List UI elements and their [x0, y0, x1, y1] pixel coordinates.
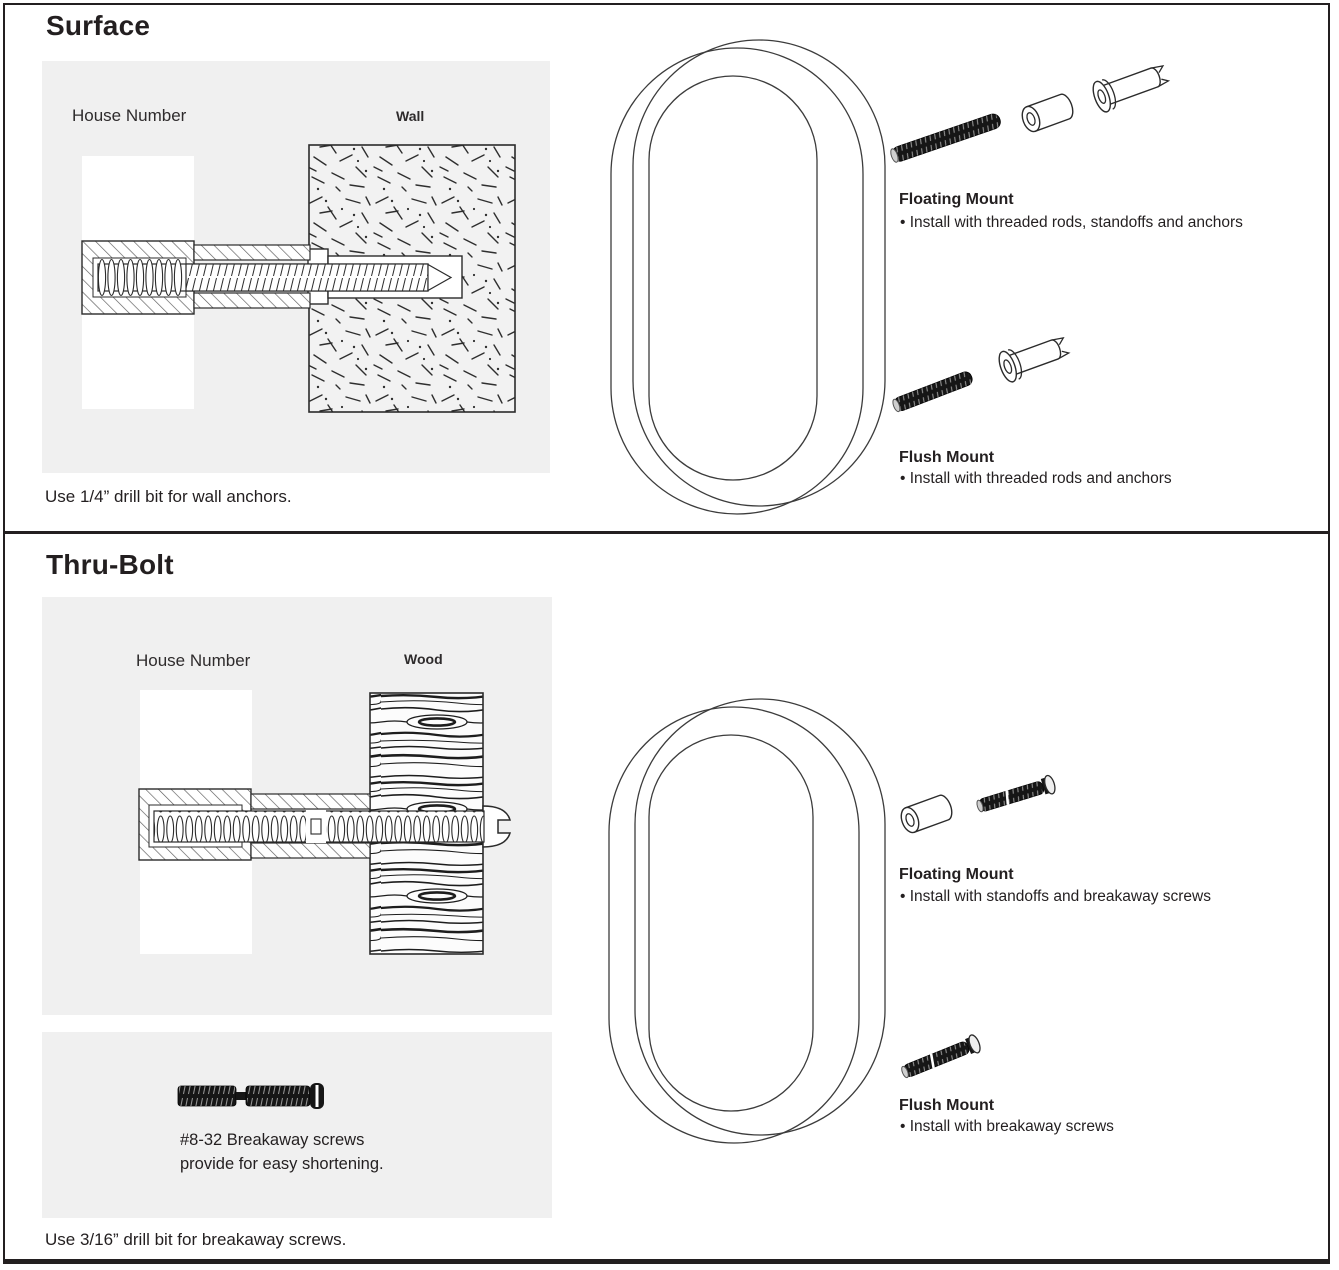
standoff-icon	[1021, 93, 1074, 133]
breakaway-description-line1: #8-32 Breakaway screws	[180, 1131, 365, 1149]
thru-bolt-floating-mount-title: Floating Mount	[899, 866, 1014, 883]
thru-bolt-flush-hardware	[901, 1034, 981, 1079]
thru-bolt-floating-mount-bullet: • Install with standoffs and breakaway s…	[900, 888, 1211, 905]
thru-bolt-flush-mount-title: Flush Mount	[899, 1097, 995, 1114]
house-number-zero-illustration	[610, 39, 886, 515]
thru-bolt-diagram-panel: House Number Wood	[42, 597, 552, 1015]
wall-anchor-icon	[1092, 64, 1171, 113]
section-divider	[3, 531, 1330, 534]
thru-bolt-section-title: Thru-Bolt	[46, 549, 174, 580]
page-border	[3, 3, 1330, 1264]
standoff-wall-top	[193, 244, 311, 261]
thru-bolt-floating-hardware	[900, 774, 1056, 834]
surface-floating-hardware	[890, 64, 1171, 163]
breakaway-description: #8-32 Breakaway screws provide for easy …	[180, 1128, 384, 1176]
wood-label: Wood	[404, 651, 443, 667]
screw-head	[482, 805, 511, 848]
wall-anchor-icon	[998, 337, 1071, 383]
breakaway-screw-icon	[177, 1083, 324, 1109]
wall-label: Wall	[396, 108, 425, 124]
thread-coils	[97, 258, 183, 297]
thru-bolt-note: Use 3/16” drill bit for breakaway screws…	[45, 1230, 347, 1249]
surface-note: Use 1/4” drill bit for wall anchors.	[45, 487, 292, 506]
standoff-icon	[900, 794, 953, 834]
standoff-wall-bottom	[250, 842, 371, 859]
house-number-label: House Number	[72, 106, 187, 125]
rod-tip	[427, 263, 453, 292]
breakaway-info-panel: #8-32 Breakaway screws provide for easy …	[42, 1032, 552, 1218]
breakaway-screw-icon	[976, 774, 1056, 813]
thru-bolt-flush-mount-bullet: • Install with breakaway screws	[900, 1118, 1114, 1135]
threaded-rod-icon	[892, 370, 973, 413]
breakaway-screw-icon	[901, 1034, 981, 1079]
surface-floating-mount-bullet: • Install with threaded rods, standoffs …	[900, 214, 1243, 231]
standoff-wall-top	[250, 793, 371, 810]
breakaway-description-line2: provide for easy shortening.	[180, 1155, 384, 1173]
thru-bolt-cross-section-diagram	[138, 690, 511, 955]
surface-diagram-panel: House Number Wall	[42, 61, 550, 473]
surface-flush-hardware	[892, 337, 1071, 413]
surface-flush-mount-title: Flush Mount	[899, 449, 995, 466]
threaded-rod-icon	[890, 112, 1001, 163]
surface-flush-mount-bullet: • Install with threaded rods and anchors	[900, 470, 1172, 487]
surface-floating-mount-title: Floating Mount	[899, 191, 1014, 208]
house-number-label: House Number	[136, 651, 251, 670]
surface-section-title: Surface	[46, 10, 151, 41]
surface-cross-section-diagram	[81, 144, 516, 413]
breakaway-neck	[310, 818, 322, 835]
house-number-zero-illustration	[608, 698, 886, 1144]
standoff-wall-bottom	[193, 292, 311, 309]
